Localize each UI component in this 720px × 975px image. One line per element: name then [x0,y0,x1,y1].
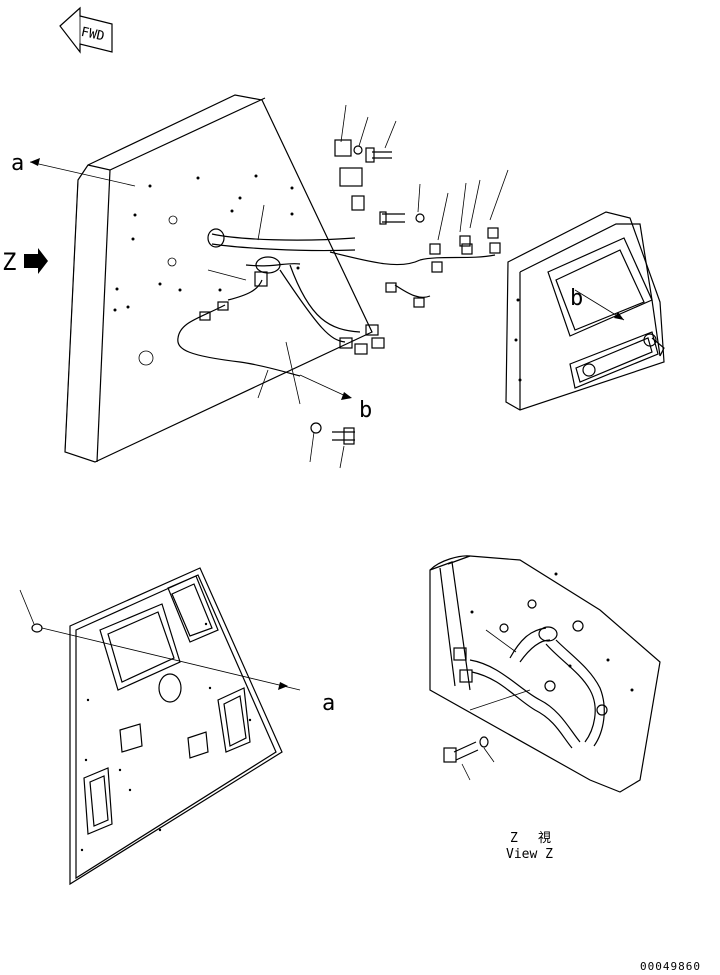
callout-b-cover-label: b [570,286,583,311]
caption-z-jp: Z [510,831,518,846]
fwd-label: FWD [80,25,106,45]
callout-b-label: b [359,398,372,423]
callout-b-arrow: b [299,374,372,423]
face-panel: a [19,567,335,886]
callout-a-label: a [11,151,24,176]
leader-lines [207,104,509,469]
hardware-parts [310,139,425,445]
view-z-letter: Z [2,248,16,276]
instrument-cover: b [505,211,665,411]
caption-view-z-en: View Z [506,847,553,862]
view-z-marker: Z [2,248,48,276]
callout-a-upper: a [11,151,136,187]
main-panel [64,94,373,463]
fwd-arrow: FWD [59,6,113,54]
callout-a-lower-label: a [322,691,335,716]
view-z-caption: Z 視 View Z [506,831,553,862]
caption-view-jp: 視 [538,831,551,846]
wire-harness [177,227,501,377]
drawing-number: 00049860 [640,960,701,973]
view-z-detail [429,555,661,793]
